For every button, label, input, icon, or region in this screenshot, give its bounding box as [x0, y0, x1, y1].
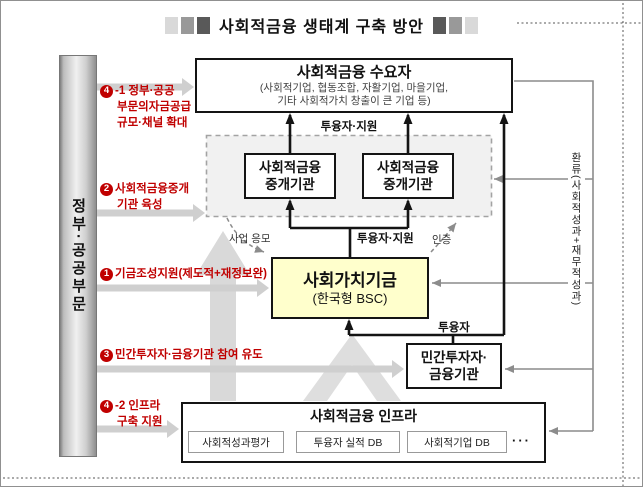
- dashed-flow-arrows: [226, 217, 457, 253]
- label-certification: 인증: [432, 234, 452, 246]
- big-chevron-notch: [327, 365, 377, 401]
- bullet-2: 2: [100, 182, 113, 196]
- bullet-1: 1: [100, 267, 113, 281]
- label-feedback-loop: 환류(사회적성과+재무적성과): [568, 149, 585, 310]
- gov-supply-arrows: [97, 78, 404, 438]
- label-project-apply: 사업 응모: [229, 233, 271, 245]
- infra-more-dots: ···: [512, 433, 531, 448]
- diagram-title-row: 사회적금융 생태계 구축 방안: [1, 13, 642, 37]
- infra-item-investment-db: 투융자 실적 DB: [296, 431, 400, 453]
- intermediary-box-2: 사회적금융 중개기관: [362, 153, 454, 199]
- big-up-arrow: [196, 231, 250, 401]
- bullet-4: 4: [100, 84, 113, 98]
- government-sector-label: 정부·공공부문: [69, 198, 87, 314]
- infra-item-performance-eval: 사회적성과평가: [188, 431, 284, 453]
- title-deco-blocks-left: [165, 16, 210, 34]
- bullet-3: 3: [100, 348, 113, 362]
- page-title: 사회적금융 생태계 구축 방안: [219, 19, 424, 36]
- intermediary-box-1: 사회적금융 중개기관: [244, 153, 336, 199]
- social-value-fund-box: 사회가치기금 (한국형 BSC): [271, 257, 429, 319]
- government-sector-bar: 정부·공공부문: [59, 55, 97, 457]
- label-invest-support-top: 투융자·지원: [320, 121, 378, 133]
- annotation-4-1-funding-supply: 4-1 정부·공공 부문의자금공급 규모·채널 확대: [100, 83, 191, 131]
- label-investment: 투융자: [438, 322, 470, 334]
- main-flow-lines: [285, 113, 509, 343]
- demanders-box: 사회적금융 수요자 (사회적기업, 협동조합, 자활기업, 마을기업, 기타 사…: [195, 58, 513, 113]
- private-investors-box: 민간투자자· 금융기관: [406, 343, 502, 389]
- bullet-4: 4: [100, 399, 113, 413]
- infra-item-enterprise-db: 사회적기업 DB: [407, 431, 507, 453]
- title-deco-blocks-right: [432, 16, 478, 34]
- label-invest-support-mid: 투융자·지원: [357, 233, 414, 245]
- annotation-4-2-infra-support: 4-2 인프라 구축 지원: [100, 398, 163, 430]
- page-guide-lines: [3, 3, 642, 486]
